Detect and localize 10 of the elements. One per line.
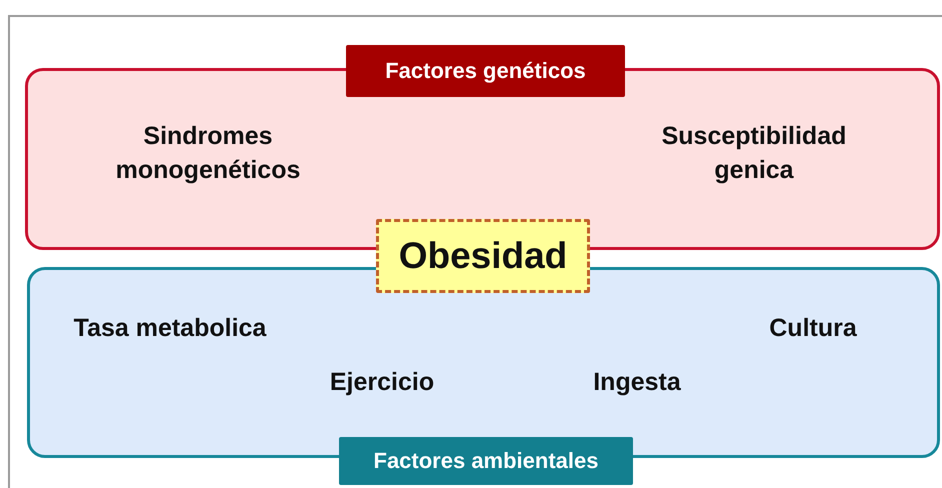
section-heading: Factores ambientales bbox=[339, 437, 633, 485]
factor-label: Tasa metabolica bbox=[72, 313, 268, 344]
factor-label: Ejercicio bbox=[328, 367, 436, 398]
section-heading: Factores genéticos bbox=[346, 45, 625, 97]
concept-label: Obesidad bbox=[398, 234, 568, 278]
factor-label: Cultura bbox=[768, 313, 858, 344]
factor-label: Ingesta bbox=[592, 367, 682, 398]
factor-label: Susceptibilidad genica bbox=[660, 121, 848, 186]
factor-label: Sindromes monogenéticos bbox=[114, 121, 302, 186]
central-concept-box bbox=[376, 219, 590, 293]
